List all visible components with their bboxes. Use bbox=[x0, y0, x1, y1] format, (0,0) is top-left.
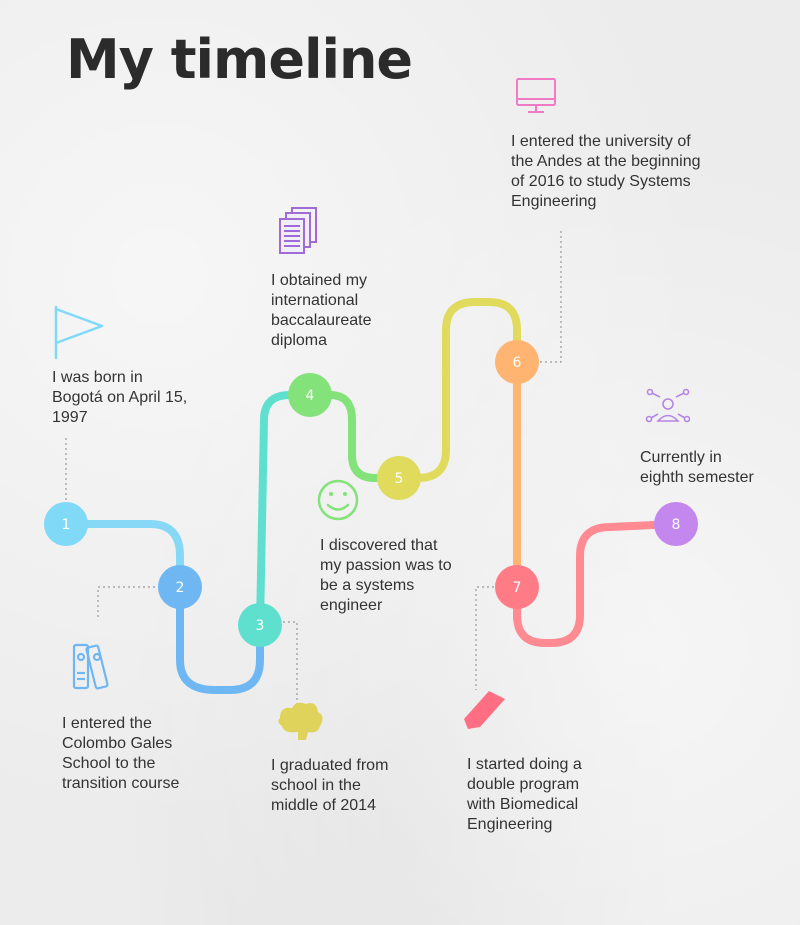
milestone-text-4: I obtained my international baccalaureat… bbox=[271, 272, 372, 349]
milestone-text-7: I started doing a double program with Bi… bbox=[467, 756, 582, 833]
track-segment-5-6 bbox=[395, 298, 521, 482]
binders-icon bbox=[72, 643, 109, 690]
track-segment-4-5 bbox=[306, 391, 403, 482]
timeline-node-7: 7 bbox=[495, 565, 539, 609]
flag-icon bbox=[54, 305, 104, 360]
timeline-node-4: 4 bbox=[288, 373, 332, 417]
milestone-text-8: Currently in eighth semester bbox=[640, 449, 754, 486]
monitor-icon bbox=[516, 78, 556, 113]
node-number-7: 7 bbox=[513, 580, 522, 596]
node-number-6: 6 bbox=[513, 355, 522, 371]
timeline-node-5: 5 bbox=[377, 456, 421, 500]
timeline-node-1: 1 bbox=[44, 502, 88, 546]
smiley-icon bbox=[317, 479, 359, 521]
node-number-3: 3 bbox=[256, 618, 265, 634]
timeline-node-3: 3 bbox=[238, 603, 282, 647]
milestone-text-5: I discovered that my passion was to be a… bbox=[320, 537, 452, 614]
timeline-node-8: 8 bbox=[654, 502, 698, 546]
connector-line-2 bbox=[97, 586, 155, 618]
track-segment-2-3 bbox=[176, 583, 264, 694]
timeline-node-6: 6 bbox=[495, 340, 539, 384]
node-number-8: 8 bbox=[672, 517, 681, 533]
documents-icon bbox=[279, 207, 317, 254]
node-number-4: 4 bbox=[306, 388, 315, 404]
track-segment-1-2 bbox=[62, 520, 184, 591]
node-number-2: 2 bbox=[176, 580, 185, 596]
milestone-text-2: I entered the Colombo Gales School to th… bbox=[62, 715, 180, 792]
milestone-text-3: I graduated from school in the middle of… bbox=[271, 757, 389, 814]
track-segment-3-4 bbox=[256, 391, 314, 629]
milestone-text-6: I entered the university of the Andes at… bbox=[511, 133, 701, 210]
milestone-text-1: I was born in Bogotá on April 15, 1997 bbox=[52, 369, 188, 426]
node-number-1: 1 bbox=[62, 517, 71, 533]
timeline-node-2: 2 bbox=[158, 565, 202, 609]
pencil-icon bbox=[464, 691, 505, 729]
connector-line-7 bbox=[475, 586, 494, 690]
node-number-5: 5 bbox=[395, 471, 404, 487]
connector-line-3 bbox=[283, 621, 298, 705]
network-person-icon bbox=[645, 388, 691, 423]
page-title: My timeline bbox=[66, 28, 413, 91]
brain-icon bbox=[278, 702, 323, 740]
connector-line-6 bbox=[540, 228, 562, 363]
track-segment-7-8 bbox=[513, 520, 680, 647]
